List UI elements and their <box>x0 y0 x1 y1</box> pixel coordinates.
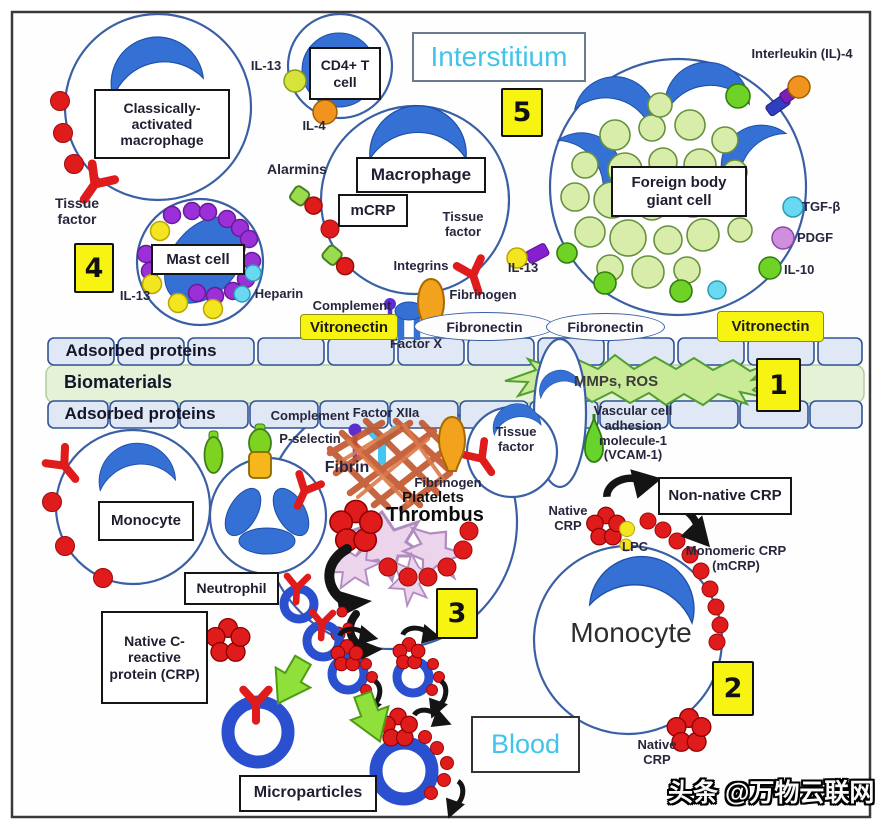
cyan-granule <box>707 280 727 300</box>
tissue-factor-thrombus-label: Tissue factor <box>495 424 537 454</box>
adsorbed-proteins-bottom-label: Adsorbed proteins <box>64 404 216 423</box>
red-dot <box>93 568 113 588</box>
red-dot <box>50 91 70 111</box>
p-selectin-zone <box>203 423 395 512</box>
native-crp-bottom-label: Native CRP <box>637 737 677 767</box>
mcrp-label: mCRP <box>338 194 408 227</box>
il10-dot <box>758 256 782 280</box>
neutrophil-label: Neutrophil <box>184 572 279 605</box>
complement-pin-icon <box>384 298 396 310</box>
red-dot <box>320 219 340 239</box>
biomaterials-label: Biomaterials <box>64 372 173 392</box>
il13-mast-label: IL-13 <box>119 288 151 303</box>
mast-cell-label: Mast cell <box>151 244 245 275</box>
il10-label: IL-10 <box>784 262 815 277</box>
marker-3: 3 <box>436 588 478 639</box>
monocyte-left-label: Monocyte <box>98 501 194 541</box>
lpc-dot <box>619 538 633 552</box>
marker-1: 1 <box>756 358 801 412</box>
monomeric-crp-label: Monomeric CRP (mCRP) <box>685 543 787 573</box>
lpc-label: LPC <box>622 539 648 554</box>
tissue-factor-macrophage-label: Tissue factor <box>442 209 484 239</box>
il13-tcell-label: IL-13 <box>250 58 282 73</box>
vcam-label: Vascular cell adhesion molecule-1 (VCAM-… <box>593 403 673 463</box>
factor-xiia-label: Factor XIIa <box>352 405 420 420</box>
mcrp-membrane-dots <box>639 512 729 651</box>
green-granules <box>556 83 751 303</box>
adsorbed-protein-tiles-top <box>47 337 863 366</box>
fibrinogen-bottom-label: Fibrinogen <box>414 475 482 490</box>
red-dot <box>53 123 73 143</box>
complement-bottom-label: Complement <box>270 408 350 423</box>
interstitium-title: Interstitium <box>412 32 586 82</box>
biomaterial-band <box>45 337 865 429</box>
cd4-t-cell-label: CD4+ T cell <box>309 47 381 100</box>
vitronectin-left-chip: Vitronectin <box>300 314 398 340</box>
microparticles-label: Microparticles <box>239 775 377 812</box>
monocyte-right-label: Monocyte <box>570 617 692 648</box>
fibronectin-left-oval: Fibronectin <box>414 312 555 341</box>
platelets-label: Platelets <box>402 489 464 506</box>
complement-top-label: Complement <box>312 298 392 313</box>
native-crp-mid-label: Native CRP <box>548 503 588 533</box>
il13-dot <box>506 247 528 269</box>
p-selectin-icon <box>248 451 272 479</box>
red-dot <box>55 536 75 556</box>
mcrp-small-dots <box>336 606 454 800</box>
tissue-factor-cell <box>464 398 559 499</box>
integrins-label: Integrins <box>393 258 449 273</box>
lpc-dot <box>619 521 635 537</box>
marker-5: 5 <box>501 88 543 137</box>
interleukin-il4-label: Interleukin (IL)-4 <box>751 46 853 61</box>
fbgc-cytokines <box>506 75 811 280</box>
adsorbed-proteins-top-label: Adsorbed proteins <box>65 341 217 360</box>
red-dot <box>64 154 84 174</box>
red-dot <box>42 492 62 512</box>
interstitium-text: Interstitium <box>430 40 568 72</box>
alarmins-icons <box>287 183 359 280</box>
p-selectin-icon <box>203 436 224 474</box>
thrombus-label: Thrombus <box>386 504 484 526</box>
heparin-granules-cyan <box>233 264 262 303</box>
tissue-factor-left-label: Tissue factor <box>54 195 100 227</box>
watermark: 头条 @万物云联网 <box>668 779 875 807</box>
alarmins-label: Alarmins <box>267 161 327 177</box>
cam-label: Classically-activated macrophage <box>94 89 230 159</box>
blood-title: Blood <box>471 716 580 773</box>
factor-x-label: Factor X <box>389 336 442 351</box>
il4-dot <box>312 99 338 125</box>
il13-dot <box>283 69 307 93</box>
non-native-crp-label: Non-native CRP <box>658 477 792 515</box>
pdgf-label: PDGF <box>797 230 834 245</box>
blood-text: Blood <box>490 728 561 759</box>
fibrin-label: Fibrin <box>324 459 370 476</box>
crp-conversion-zone <box>586 465 729 752</box>
tgf-beta-dot <box>782 196 804 218</box>
macrophage-label: Macrophage <box>356 157 486 193</box>
il13-fbgc-label: IL-13 <box>507 260 539 275</box>
mast-granules-yellow <box>141 220 224 320</box>
heparin-label: Heparin <box>254 286 304 301</box>
fibrinogen-top-label: Fibrinogen <box>449 287 517 302</box>
tgf-beta-label: TGF-β <box>802 199 841 214</box>
mmps-ros-label: MMPs, ROS <box>573 373 659 390</box>
native-crp-box-label: Native C-reactive protein (CRP) <box>101 611 208 704</box>
fbgc-label: Foreign body giant cell <box>611 166 747 217</box>
vitronectin-right-chip: Vitronectin <box>717 311 824 342</box>
pdgf-dot <box>771 226 795 250</box>
p-selectin-label: P-selectin <box>279 431 341 446</box>
fibrin-mesh <box>326 417 454 513</box>
macrophage-cell <box>319 104 511 296</box>
vcam1-icon <box>584 414 604 463</box>
marker-4: 4 <box>74 243 114 293</box>
fibronectin-right-oval: Fibronectin <box>546 313 665 341</box>
il4-tcell-label: IL-4 <box>302 118 326 133</box>
microparticles-zone <box>205 576 472 823</box>
il4-dot <box>787 75 811 99</box>
marker-2: 2 <box>712 661 754 716</box>
